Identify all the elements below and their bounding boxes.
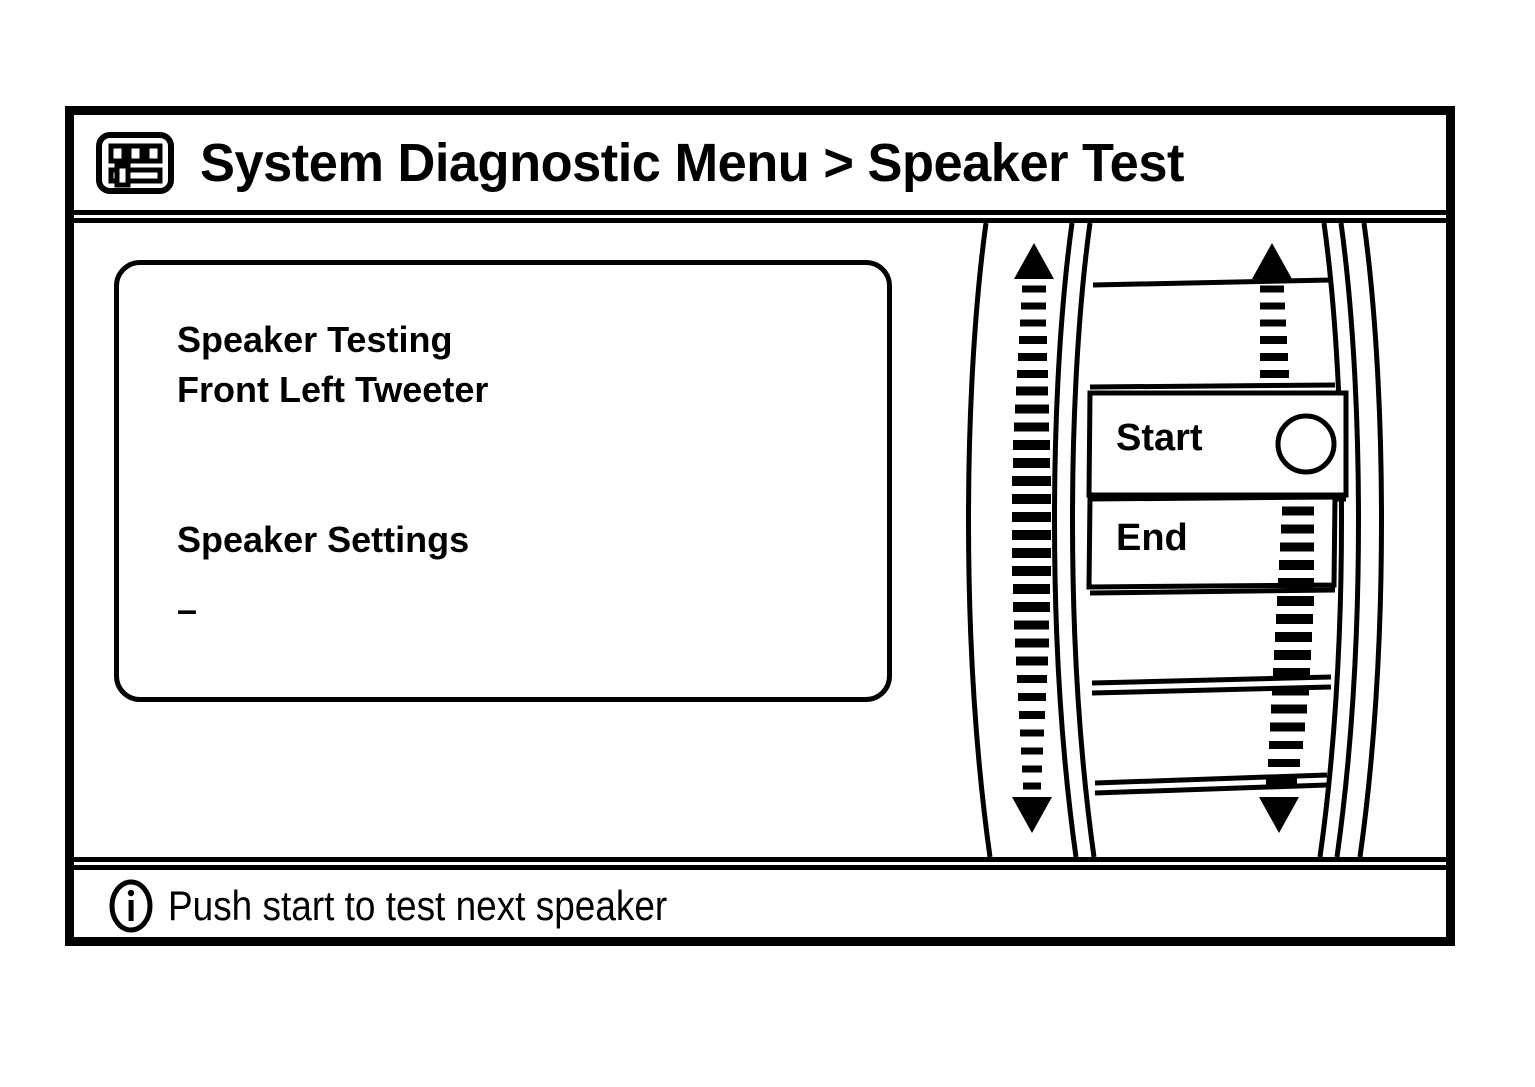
left-scroll-rail [1012,243,1054,833]
menu-item-start [1086,390,1349,498]
status-panel-text: Speaker Testing Front Left Tweeter Speak… [177,315,867,635]
triangle-down-icon [1259,797,1299,833]
menu-rows [1086,277,1349,796]
triangle-up-icon [1252,243,1292,279]
page-title: System Diagnostic Menu > Speaker Test [200,132,1184,193]
right-scroll-rail-lower [1259,506,1314,833]
side-menu-rail-area: Start End [894,223,1446,857]
footer-divider [74,857,1446,870]
panel-spacer [177,415,867,515]
info-icon [108,878,154,934]
menu-item-end-label[interactable]: End [1116,517,1188,559]
speaker-test-status-panel: Speaker Testing Front Left Tweeter Speak… [114,260,892,702]
header-bar: System Diagnostic Menu > Speaker Test [74,115,1446,210]
speaker-settings-label: Speaker Settings [177,519,470,560]
status-bar: Push start to test next speaker [74,875,1446,937]
triangle-up-icon [1014,243,1054,279]
menu-item-end [1086,494,1338,590]
speaker-testing-label: Speaker Testing [177,319,453,360]
current-speaker-value: Front Left Tweeter [177,369,489,410]
right-scroll-rail-upper [1252,243,1292,378]
device-screen-frame: System Diagnostic Menu > Speaker Test Sp… [65,106,1455,946]
header-divider [74,210,1446,223]
speaker-settings-value: – [177,589,198,630]
content-area: Speaker Testing Front Left Tweeter Speak… [74,223,1446,857]
status-message: Push start to test next speaker [168,882,668,929]
menu-item-start-label[interactable]: Start [1116,417,1203,459]
circle-icon [1275,413,1337,475]
triangle-down-icon [1012,797,1052,833]
equalizer-icon [96,131,174,194]
